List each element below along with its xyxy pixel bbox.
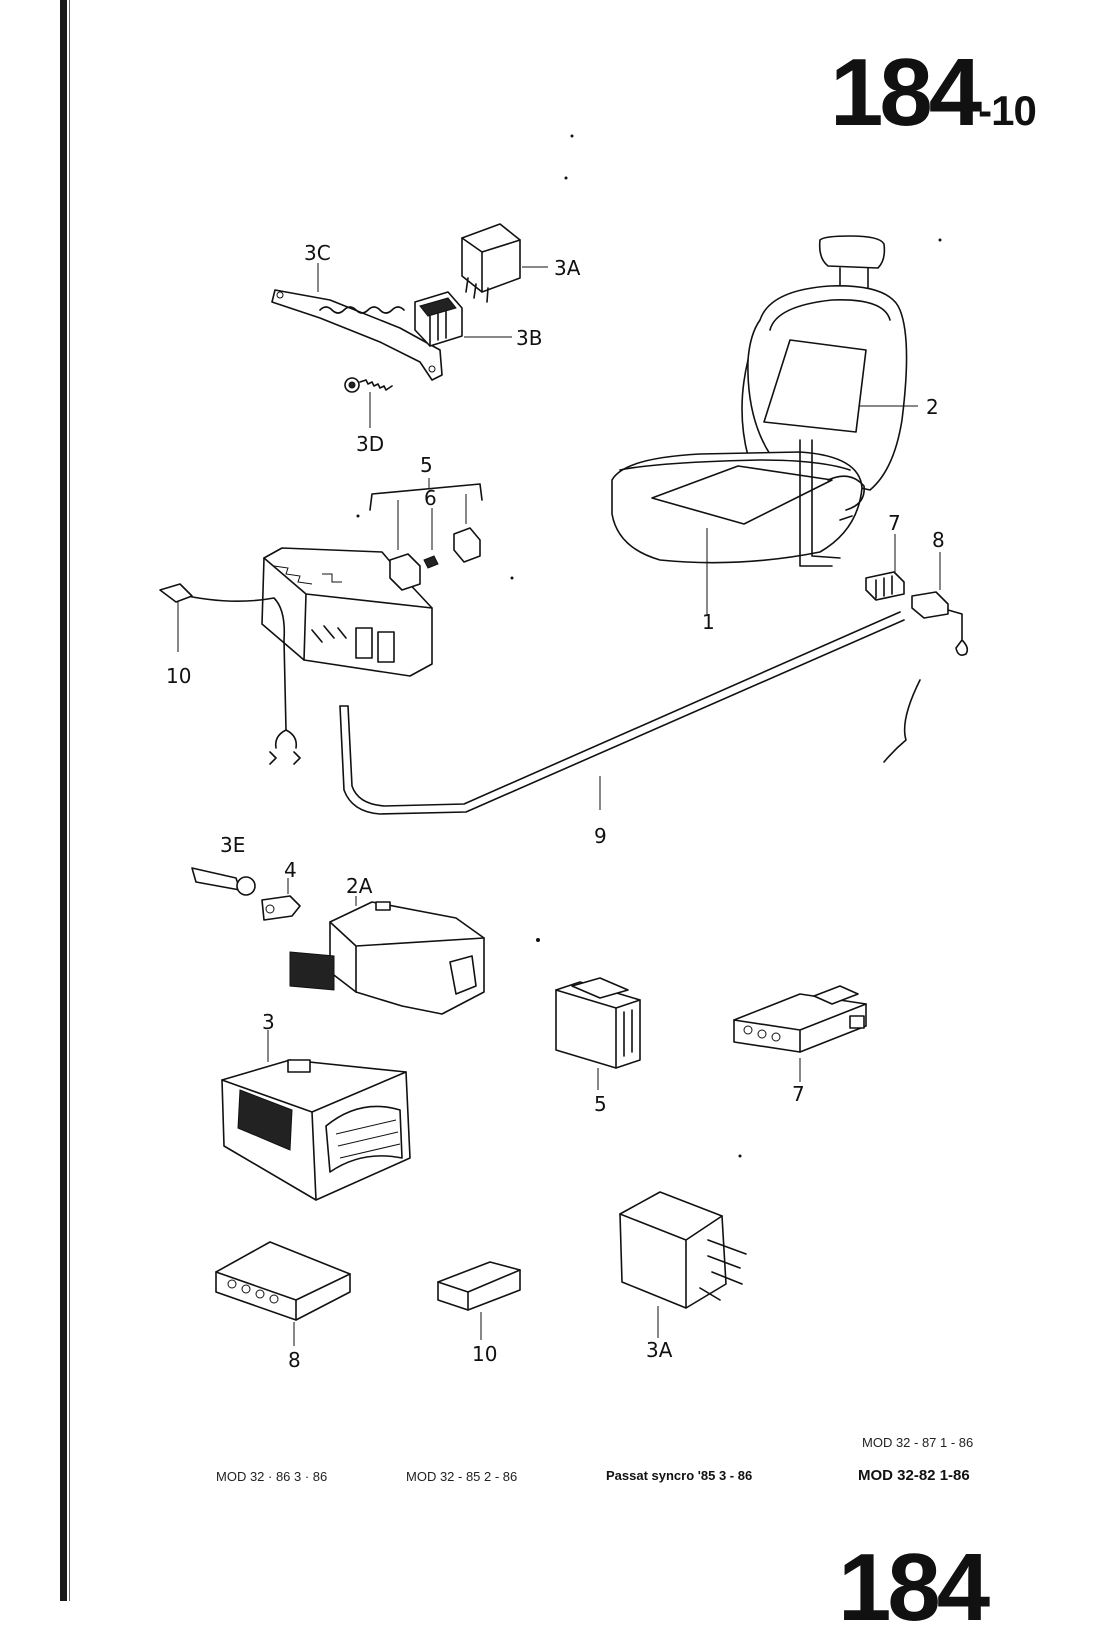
callout-9: 9 xyxy=(594,824,607,848)
callout-7-bottom: 7 xyxy=(792,1082,805,1106)
parts-diagram-page: 184-10 184 xyxy=(60,0,1037,1636)
seat-connectors-drawing xyxy=(865,534,969,656)
callout-2a: 2A xyxy=(346,874,373,898)
relay-5-bottom-drawing xyxy=(555,977,641,1090)
connector-8-bottom-drawing xyxy=(215,1241,351,1346)
scan-specks xyxy=(356,134,942,1158)
bulb-holder-3e-drawing xyxy=(191,867,301,921)
harness-9-drawing xyxy=(339,611,921,815)
footer-mod-32-86: MOD 32 · 86 3 · 86 xyxy=(216,1469,328,1484)
callout-2: 2 xyxy=(926,395,939,419)
callout-3: 3 xyxy=(262,1010,275,1034)
callout-3b: 3B xyxy=(516,326,543,350)
bracket-3c-drawing xyxy=(271,263,443,381)
relay-holder-3b-drawing xyxy=(414,291,512,347)
binding-edge-line xyxy=(69,0,70,1601)
footer-mod-32-85: MOD 32 - 85 2 - 86 xyxy=(406,1469,518,1484)
screw-3d-drawing xyxy=(344,377,393,428)
callout-10-top: 10 xyxy=(166,664,192,688)
seat-drawing xyxy=(611,235,918,614)
callout-10-bottom: 10 xyxy=(472,1342,498,1366)
switch-3-drawing xyxy=(221,1030,411,1201)
callout-5-bottom: 5 xyxy=(594,1092,607,1116)
binding-edge xyxy=(60,0,67,1601)
control-unit-drawing xyxy=(159,478,483,765)
callout-6: 6 xyxy=(424,486,437,510)
callout-5-top: 5 xyxy=(420,453,433,477)
callout-3e: 3E xyxy=(220,833,246,857)
connector-10-bottom-drawing xyxy=(437,1261,521,1340)
switch-2a-drawing xyxy=(289,896,485,1015)
exploded-diagram xyxy=(159,134,969,1346)
callout-3d: 3D xyxy=(356,432,385,456)
callout-8-top: 8 xyxy=(932,528,945,552)
page-number: 184-10 xyxy=(830,45,1037,141)
callout-3c: 3C xyxy=(304,241,331,265)
callout-4: 4 xyxy=(284,858,297,882)
page-number-main: 184 xyxy=(830,39,982,146)
callout-3a-bottom: 3A xyxy=(646,1338,673,1362)
callout-8-bottom: 8 xyxy=(288,1348,301,1372)
footer-mod-32-87: MOD 32 - 87 1 - 86 xyxy=(862,1435,974,1450)
footer-mod-32-82: MOD 32-82 1-86 xyxy=(858,1467,970,1484)
page-number-sub: -10 xyxy=(978,87,1037,134)
footer-passat-syncro: Passat syncro '85 3 - 86 xyxy=(606,1468,753,1483)
callout-3a-top: 3A xyxy=(554,256,581,280)
callout-7-top: 7 xyxy=(888,511,901,535)
relay-3a-bottom-drawing xyxy=(619,1191,747,1338)
relay-3a-top-drawing xyxy=(461,223,548,303)
connector-7-bottom-drawing xyxy=(733,985,867,1082)
callout-1: 1 xyxy=(702,610,715,634)
